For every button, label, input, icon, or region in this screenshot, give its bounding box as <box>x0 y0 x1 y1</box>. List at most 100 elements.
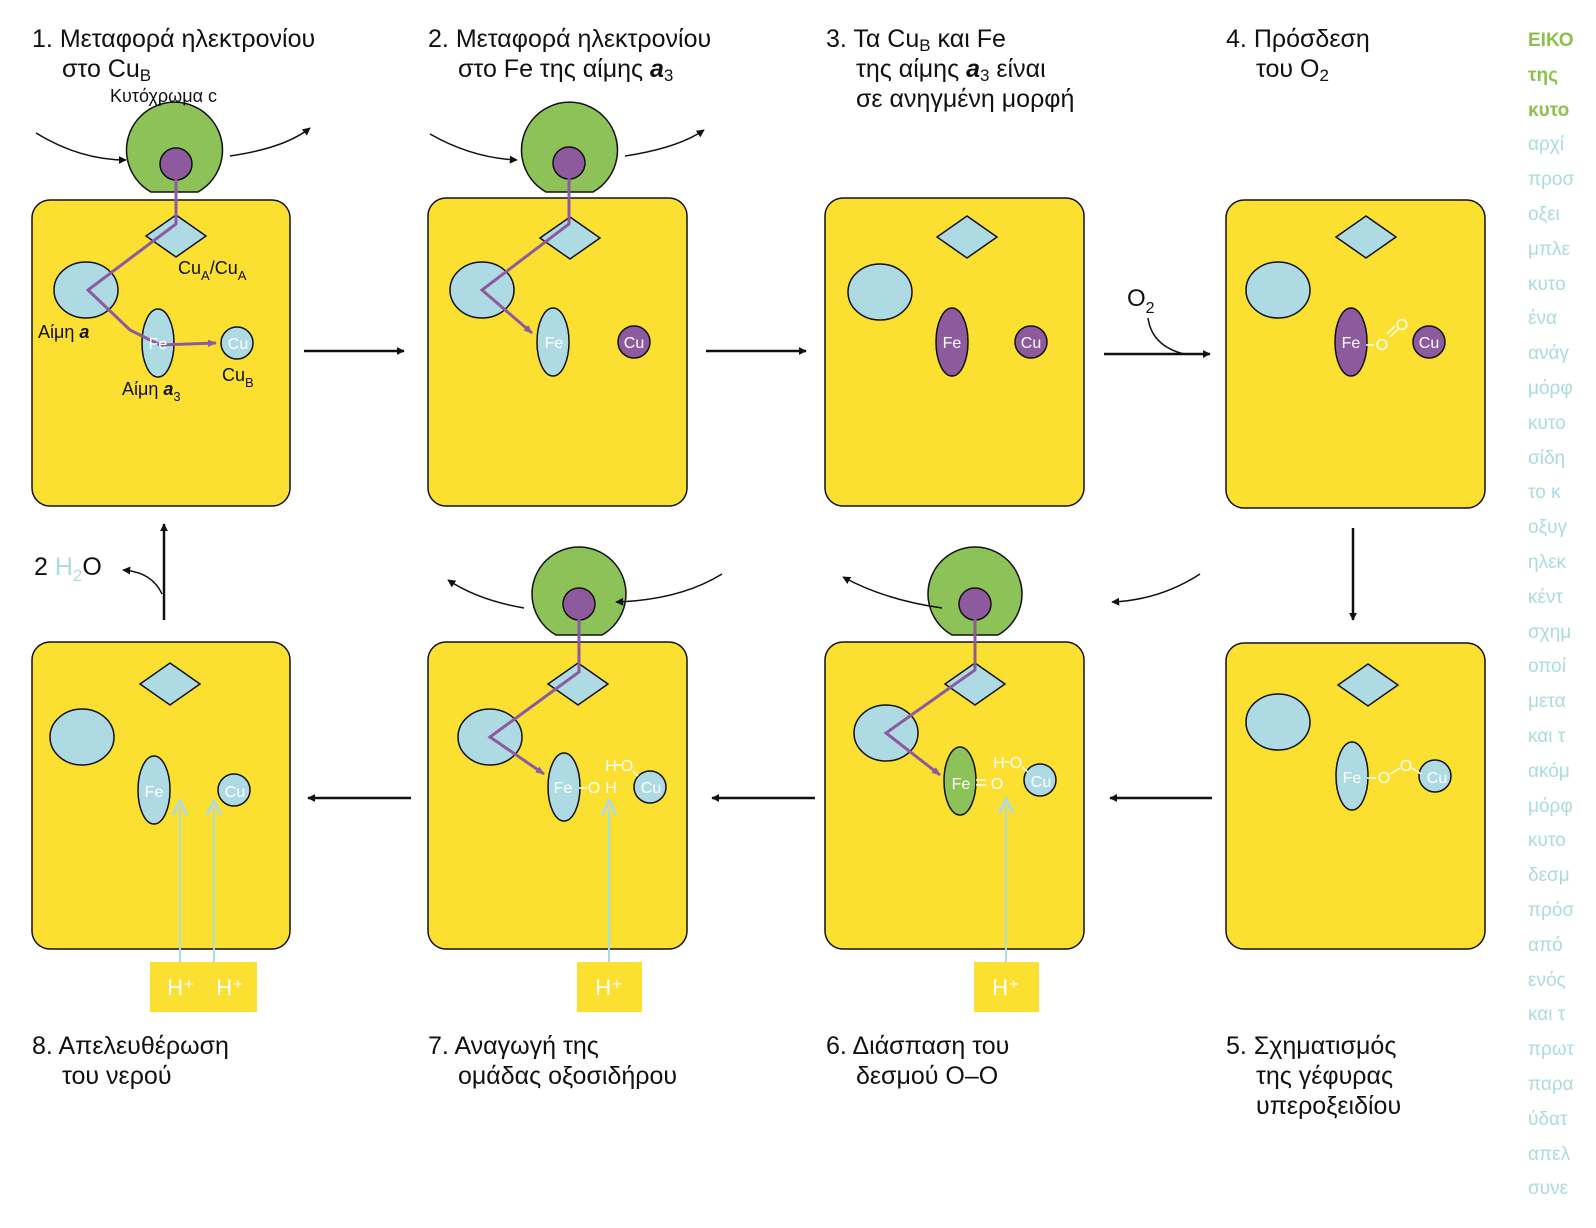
heme-a <box>1245 693 1311 751</box>
sidebar-text-line: κυτο <box>1528 273 1566 295</box>
heme-a3 <box>547 752 581 822</box>
proton-box <box>577 962 642 1012</box>
oxygen-atom-2: O <box>1400 758 1412 775</box>
sidebar-text-line: πρωτ <box>1528 1039 1574 1061</box>
cub-reduced <box>1014 325 1048 359</box>
electron-path <box>479 163 571 335</box>
cua-diamond <box>546 662 610 706</box>
proton-label-1: H⁺ <box>167 975 195 1000</box>
panel-8: Fe Cu H⁺ H⁺ <box>31 641 291 1012</box>
oxygen-atom-1: O <box>1378 770 1390 787</box>
cu-label: Cu <box>1031 774 1051 791</box>
fe-label: Fe <box>554 780 573 797</box>
step-2-caption: 2. Μεταφορά ηλεκτρονίου στο Fe της αίμης… <box>428 25 712 85</box>
step-6-caption: 6. Διάσπαση του δεσμού O–O <box>826 1032 1010 1090</box>
step-7-caption: 7. Αναγωγή της ομάδας οξοσιδήρου <box>428 1032 678 1090</box>
panel-5: Fe Cu O O <box>1225 642 1486 950</box>
cua-diamond <box>943 662 1007 706</box>
cytochrome-out-arrow <box>447 579 525 609</box>
sidebar-text-line: σχημ <box>1528 621 1572 643</box>
cua-diamond <box>538 216 602 260</box>
water-label: 2 H2O <box>34 553 102 585</box>
cu-label: Cu <box>641 780 661 797</box>
cub <box>220 326 254 360</box>
cytochrome-c <box>125 101 224 193</box>
cytochrome-in-arrow <box>615 573 723 606</box>
hydroxyl-h: H <box>993 755 1005 772</box>
o-o-bond <box>1389 767 1401 775</box>
fe-label: Fe <box>149 336 168 353</box>
fe-label: Fe <box>545 335 564 352</box>
cua-diamond <box>144 214 208 258</box>
sidebar-text-line: ένα <box>1528 308 1557 330</box>
figure-caption-sidebar: ΕΙΚΟ της κυτο αρχί προσ οξει μπλε κυτο έ… <box>1528 24 1596 1207</box>
oxygen-atom-1: O <box>1376 337 1388 354</box>
sidebar-title-line: της <box>1528 64 1558 86</box>
heme-a3-oxoferryl <box>943 746 977 816</box>
sidebar-text-line: προσ <box>1528 169 1575 191</box>
sidebar-text-line: και τ <box>1528 725 1566 747</box>
sidebar-text-line: κέντ <box>1528 586 1563 608</box>
sidebar-text-line: οξυγ <box>1528 517 1567 539</box>
panel-6: Fe Cu O H O H⁺ <box>824 546 1201 1012</box>
cu-label: Cu <box>1419 335 1439 352</box>
proton-label-2: H⁺ <box>216 975 244 1000</box>
o-o-bond-b <box>1389 328 1399 338</box>
cytochrome-out-arrow <box>624 129 705 157</box>
heme-a <box>49 708 115 766</box>
sidebar-text-line: μόρφ <box>1528 377 1573 399</box>
oxo-atom: O <box>991 776 1003 793</box>
sidebar-text-line: από <box>1528 934 1563 956</box>
sidebar-text-line: ενός <box>1528 969 1566 991</box>
cytochrome-out-arrow <box>229 127 311 157</box>
step-1-caption: 1. Μεταφορά ηλεκτρονίου στο CuB <box>32 25 316 85</box>
cytochrome-c-label: Κυτόχρωμα c <box>110 86 217 106</box>
panel-4: Fe Cu O O <box>1225 199 1486 509</box>
cu-label: Cu <box>1021 335 1041 352</box>
o-cu-bond <box>1411 767 1422 775</box>
cub <box>1418 759 1452 793</box>
heme-a <box>1245 261 1311 319</box>
cycle-arrows: O2 2 H2O <box>34 285 1357 802</box>
fe-label: Fe <box>1343 770 1362 787</box>
fe-label: Fe <box>943 335 962 352</box>
step-5-caption: 5. Σχηματισμός της γέφυρας υπεροξειδίου <box>1226 1032 1402 1120</box>
cu-label: Cu <box>225 784 245 801</box>
cua-diamond <box>1334 215 1398 259</box>
electron-path <box>883 604 977 777</box>
step-3-caption: 3. Τα CuB και Fe της αίμης a3 είναι σε α… <box>826 25 1075 113</box>
hydroxo-h: H <box>605 780 617 797</box>
o-cu-bond <box>632 770 639 777</box>
panel-3: Fe Cu <box>824 197 1085 507</box>
heme-a3-label: Αίμη a3 <box>122 379 181 404</box>
cub-reduced <box>617 325 651 359</box>
sidebar-text-line: ύδατ <box>1528 1108 1568 1130</box>
sidebar-text-line: κυτο <box>1528 412 1566 434</box>
cua-diamond <box>1336 663 1400 707</box>
cub-reduced <box>1412 325 1446 359</box>
heme-a3-reduced <box>935 307 969 377</box>
sidebar-text-line: πρόσ <box>1528 899 1575 921</box>
fe-label: Fe <box>952 776 971 793</box>
step-8-caption: 8. Απελευθέρωση του νερού <box>32 1032 229 1090</box>
hydroxyl-o: O <box>1010 755 1022 772</box>
electron-path <box>487 604 581 776</box>
cub <box>217 773 251 807</box>
cu-label: Cu <box>624 335 644 352</box>
panel-2: Fe Cu <box>427 101 705 507</box>
fe-label: Fe <box>145 784 164 801</box>
cua-diamond <box>935 215 999 259</box>
cu-label: Cu <box>228 336 248 353</box>
sidebar-text-line: απελ <box>1528 1143 1571 1165</box>
sidebar-text-line: και τ <box>1528 1004 1566 1026</box>
sidebar-text-line: ηλεκ <box>1528 551 1567 573</box>
sidebar-text-line: οξει <box>1528 203 1560 225</box>
sidebar-text-line: ανάγ <box>1528 343 1569 365</box>
cua-label: CuA/CuA <box>178 258 247 283</box>
cytochrome-in-arrow <box>429 133 518 164</box>
hydroxyl-o: O <box>621 758 633 775</box>
panel-7: Fe Cu O H H O H⁺ <box>427 546 723 1012</box>
sidebar-text-line: το κ <box>1528 482 1561 504</box>
heme-a <box>847 263 913 321</box>
heme-a3 <box>137 755 171 825</box>
